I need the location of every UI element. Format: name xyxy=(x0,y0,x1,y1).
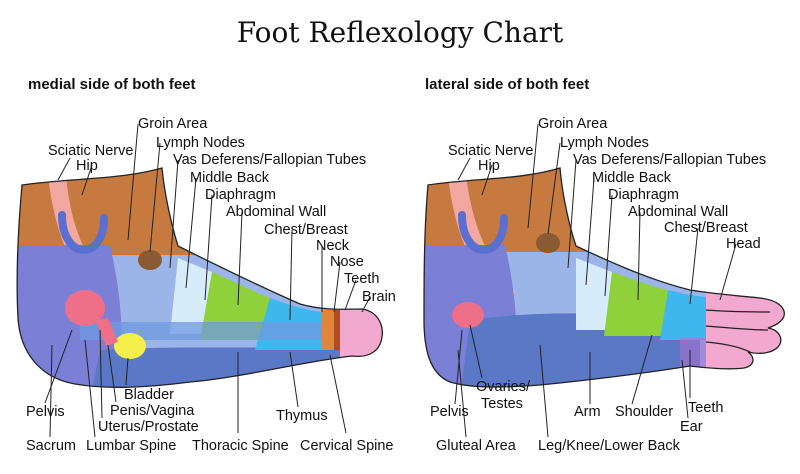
medial-nose-zone xyxy=(334,310,340,350)
lateral-label-testes: Testes xyxy=(481,396,523,412)
medial-neck-zone xyxy=(322,310,334,350)
lateral-label-ear: Ear xyxy=(680,419,703,435)
lateral-label-gluteal-area: Gluteal Area xyxy=(436,438,517,454)
lateral-label-chest-breast: Chest/Breast xyxy=(664,220,748,236)
lateral-label-abdominal-wall: Abdominal Wall xyxy=(628,204,728,220)
lateral-label-sciatic-nerve: Sciatic Nerve xyxy=(448,143,533,159)
chart-title: Foot Reflexology Chart xyxy=(237,16,564,49)
medial-label-thoracic-spine: Thoracic Spine xyxy=(192,438,289,454)
lateral-foot-group: lateral side of both feet xyxy=(423,76,785,454)
medial-label-sciatic-nerve: Sciatic Nerve xyxy=(48,143,133,159)
lateral-foot-zones xyxy=(424,168,785,387)
medial-label-middle-back: Middle Back xyxy=(190,170,270,186)
medial-sciatic-band xyxy=(48,175,114,300)
medial-label-chest-breast: Chest/Breast xyxy=(264,222,348,238)
lateral-label-hip: Hip xyxy=(478,158,500,174)
lateral-label-leg-knee-back: Leg/Knee/Lower Back xyxy=(538,438,681,454)
lateral-sciatic-band xyxy=(448,175,516,300)
lateral-ear-zone xyxy=(680,338,706,370)
medial-label-hip: Hip xyxy=(76,158,98,174)
lateral-label-shoulder: Shoulder xyxy=(615,404,673,420)
lateral-hip-ring xyxy=(458,211,508,254)
lateral-leader-lines xyxy=(454,123,737,438)
lateral-label-teeth: Teeth xyxy=(688,400,723,416)
lateral-label-vas-deferens: Vas Deferens/Fallopian Tubes xyxy=(573,152,766,168)
medial-pelvis-zone xyxy=(65,290,105,326)
medial-lymph-node xyxy=(138,250,162,270)
medial-label-thymus: Thymus xyxy=(276,408,328,424)
medial-penis-vagina-band xyxy=(95,318,118,346)
lateral-diaphragm-strip xyxy=(576,258,612,330)
medial-label-cervical-spine: Cervical Spine xyxy=(300,438,394,454)
medial-foot-outline xyxy=(16,167,383,388)
medial-label-groin-area: Groin Area xyxy=(138,116,208,132)
medial-heading: medial side of both feet xyxy=(28,76,196,93)
medial-label-nose: Nose xyxy=(330,254,364,270)
medial-label-diaphragm: Diaphragm xyxy=(205,187,276,203)
lateral-heading: lateral side of both feet xyxy=(425,76,589,93)
lateral-cyan-zone xyxy=(660,290,706,340)
lateral-toe-lines xyxy=(705,309,771,353)
medial-label-penis-vagina: Penis/Vagina xyxy=(110,403,195,419)
medial-leader-lines xyxy=(44,123,371,438)
lateral-label-lymph-nodes: Lymph Nodes xyxy=(560,135,649,151)
medial-label-teeth: Teeth xyxy=(344,271,379,287)
medial-label-neck: Neck xyxy=(316,238,350,254)
medial-label-uterus-prostate: Uterus/Prostate xyxy=(98,419,199,435)
medial-label-lumbar-spine: Lumbar Spine xyxy=(86,438,176,454)
lateral-label-groin-area: Groin Area xyxy=(538,116,608,132)
medial-label-vas-deferens: Vas Deferens/Fallopian Tubes xyxy=(173,152,366,168)
medial-diaphragm-strip xyxy=(170,258,212,334)
lateral-label-ovaries: Ovaries/ xyxy=(476,379,531,395)
lateral-label-pelvis: Pelvis xyxy=(430,404,469,420)
lateral-label-middle-back: Middle Back xyxy=(592,170,672,186)
medial-label-sacrum: Sacrum xyxy=(26,438,76,454)
lateral-label-diaphragm: Diaphragm xyxy=(608,187,679,203)
medial-label-lymph-nodes: Lymph Nodes xyxy=(156,135,245,151)
lateral-foot-outline xyxy=(423,167,785,388)
medial-hip-ring xyxy=(58,211,108,254)
medial-labels: Groin Area Lymph Nodes Sciatic Nerve Hip… xyxy=(26,116,396,454)
medial-label-abdominal-wall: Abdominal Wall xyxy=(226,204,326,220)
medial-foot-zones xyxy=(17,168,383,388)
lateral-label-arm: Arm xyxy=(574,404,601,420)
medial-label-pelvis: Pelvis xyxy=(26,404,65,420)
medial-spine-band xyxy=(80,322,325,340)
medial-foot-group: medial side of both feet xyxy=(16,76,396,454)
medial-label-brain: Brain xyxy=(362,289,396,305)
medial-bladder-zone xyxy=(114,333,146,359)
lateral-label-head: Head xyxy=(726,236,761,252)
medial-label-bladder: Bladder xyxy=(124,387,174,403)
lateral-lymph-node xyxy=(536,233,560,253)
lateral-green-zone xyxy=(604,272,668,336)
lateral-labels: Groin Area Lymph Nodes Sciatic Nerve Hip… xyxy=(430,116,766,454)
lateral-ovaries-zone xyxy=(452,302,484,328)
